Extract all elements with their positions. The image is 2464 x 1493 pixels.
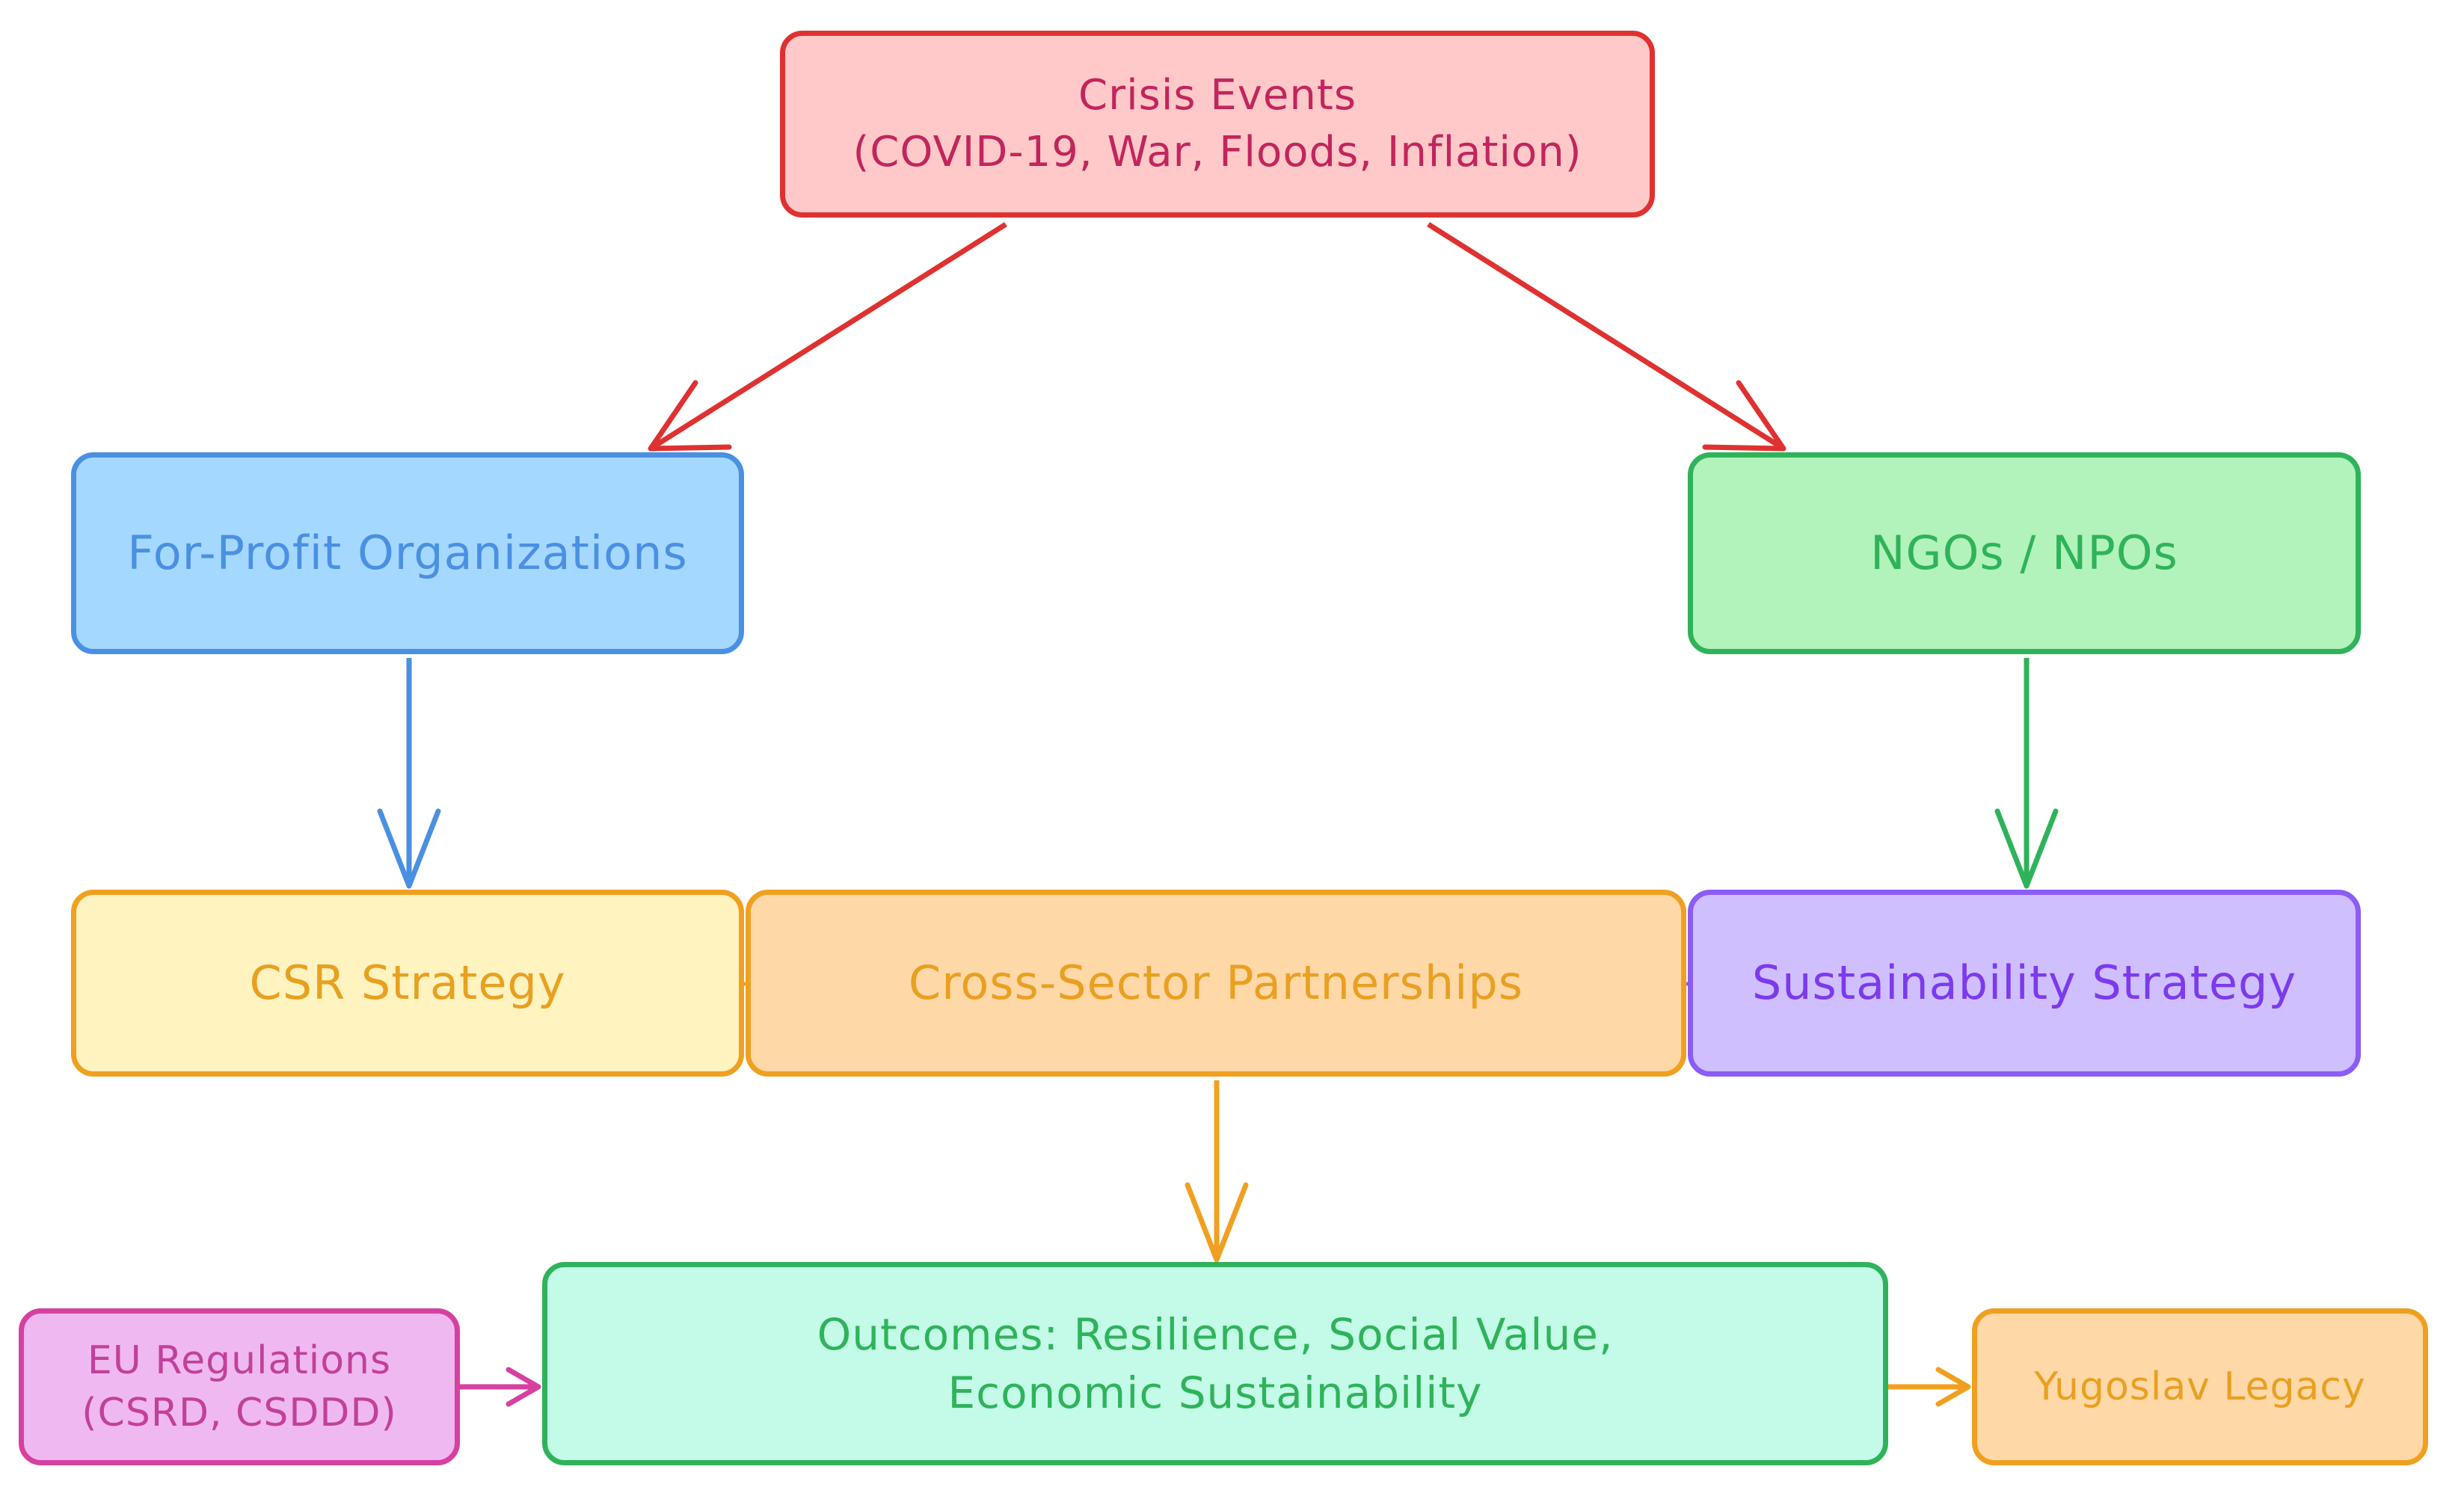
- edge-crisis-to-ngo: [1427, 222, 1786, 452]
- edge-cross-to-outcomes: [1185, 1080, 1249, 1263]
- node-forprofit-label: For-Profit Organizations: [127, 526, 688, 581]
- node-eu-regulations: EU Regulations (CSRD, CSDDD): [19, 1308, 460, 1465]
- node-csr-label: CSR Strategy: [249, 955, 566, 1011]
- node-crisis-events: Crisis Events (COVID-19, War, Floods, In…: [780, 31, 1655, 218]
- node-sustainability-strategy: Sustainability Strategy: [1688, 890, 2361, 1077]
- edge-line: [1427, 222, 1785, 451]
- node-ngos-npos: NGOs / NPOs: [1688, 452, 2361, 654]
- node-outcomes-line2: Economic Sustainability: [947, 1367, 1483, 1418]
- node-crisis-subtitle: (COVID-19, War, Floods, Inflation): [852, 128, 1582, 176]
- node-outcomes-line1: Outcomes: Resilience, Social Value,: [817, 1308, 1614, 1360]
- arrowhead: [377, 808, 441, 889]
- edge-eu-to-outcomes: [460, 1367, 541, 1407]
- arrowhead: [506, 1367, 541, 1407]
- arrowhead: [1994, 808, 2059, 889]
- edge-outcomes-to-yugo: [1888, 1367, 1971, 1407]
- node-csr-strategy: CSR Strategy: [71, 890, 744, 1077]
- node-outcomes: Outcomes: Resilience, Social Value, Econ…: [542, 1262, 1888, 1465]
- arrowhead: [1702, 380, 1786, 452]
- node-eu-subtitle: (CSRD, CSDDD): [82, 1391, 397, 1435]
- node-cross-label: Cross-Sector Partnerships: [908, 955, 1524, 1011]
- edge-ngo-to-sust: [1994, 658, 2059, 889]
- node-ngo-label: NGOs / NPOs: [1870, 526, 2178, 581]
- node-eu-title: EU Regulations: [87, 1337, 392, 1383]
- node-yugoslav-legacy: Yugoslav Legacy: [1972, 1308, 2428, 1465]
- edge-crisis-to-forprofit: [648, 222, 1007, 452]
- edge-line: [649, 222, 1007, 451]
- edge-forprofit-to-csr: [377, 658, 441, 889]
- node-yugo-label: Yugoslav Legacy: [2034, 1364, 2366, 1409]
- node-sust-label: Sustainability Strategy: [1751, 955, 2297, 1011]
- arrowhead: [1185, 1182, 1249, 1263]
- node-cross-sector-partnerships: Cross-Sector Partnerships: [746, 890, 1686, 1077]
- node-crisis-title: Crisis Events: [1078, 71, 1357, 120]
- arrowhead: [1935, 1367, 1971, 1407]
- node-for-profit-organizations: For-Profit Organizations: [71, 452, 744, 654]
- arrowhead: [648, 380, 732, 452]
